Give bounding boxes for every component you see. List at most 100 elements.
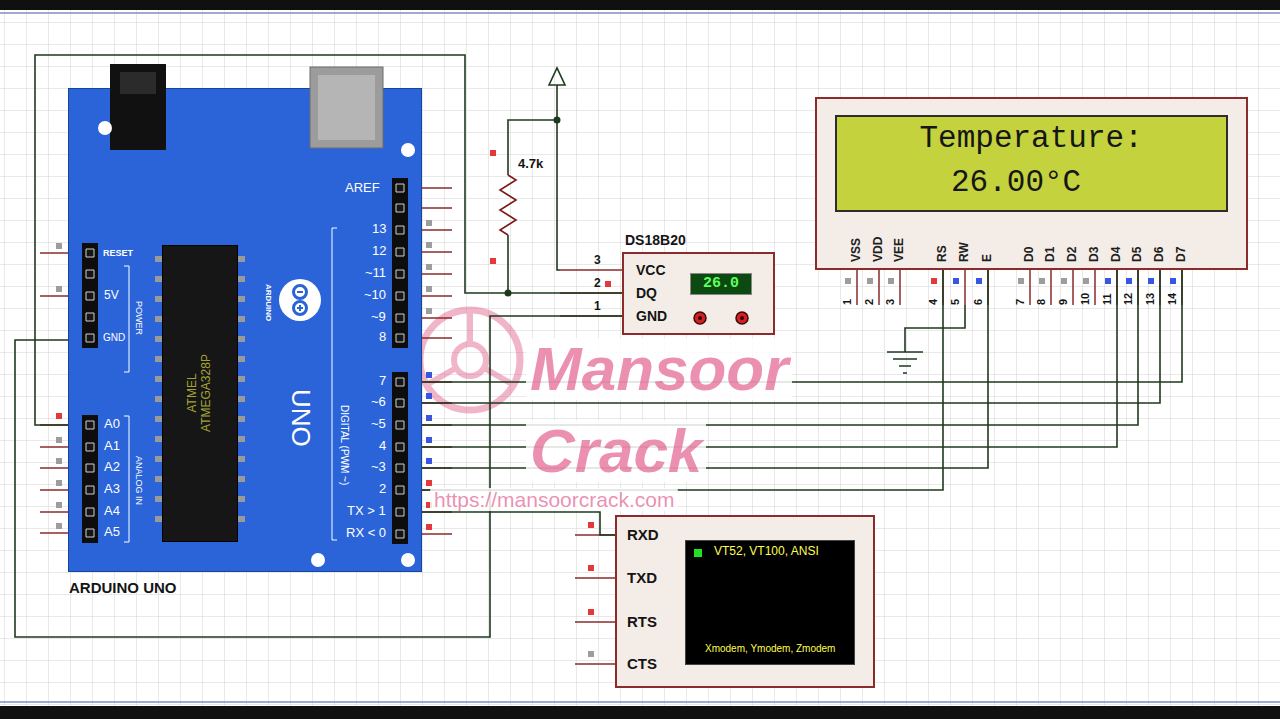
pin-number: 14 <box>1166 293 1179 305</box>
ground-symbol <box>887 352 923 373</box>
watermark-logo <box>420 310 520 410</box>
chip-marking: ATMEL ATMEGA328P <box>186 341 214 445</box>
watermark: Mansoor <box>526 338 792 400</box>
pin-name-holder: VSS <box>850 238 864 262</box>
sensor-button <box>694 312 706 324</box>
brand-logo <box>279 279 321 321</box>
pin-name: GND <box>636 308 667 324</box>
pin-number-holder: 6 <box>972 299 985 305</box>
frame-band <box>0 0 1280 10</box>
pin-name-holder: D1 <box>1044 247 1058 262</box>
pin-name-holder: VDD <box>872 237 886 262</box>
junction-dot <box>554 117 561 124</box>
terminal-pin-holder: TXD <box>627 569 657 586</box>
pin-number: 4 <box>927 299 940 305</box>
watermark-logo <box>428 312 512 384</box>
pin-name: VSS <box>850 238 864 262</box>
connector-group <box>15 55 1182 637</box>
terminal-info-holder: Xmodem, Ymodem, Zmodem <box>705 643 835 655</box>
power-jack <box>120 72 156 94</box>
terminal-pin-holder: CTS <box>627 655 657 672</box>
pin-name-holder: D7 <box>1175 247 1189 262</box>
pin-number: 3 <box>594 254 601 267</box>
pin-name: VCC <box>636 262 666 278</box>
board-name: ARDUINO UNO <box>69 579 177 596</box>
pin-number: 3 <box>884 299 897 305</box>
pin-name-holder: VCC <box>636 262 666 278</box>
pin-name-holder: D3 <box>1088 247 1102 262</box>
pin-number: 13 <box>1144 293 1157 305</box>
status-lamp <box>694 549 702 557</box>
terminal-pin: RTS <box>627 613 657 630</box>
pin-number: 6 <box>972 299 985 305</box>
watermark-logo <box>420 310 520 410</box>
board-drawing <box>82 64 415 567</box>
pin-name-holder: RW <box>958 242 972 262</box>
pin-number: 11 <box>1101 293 1114 305</box>
temperature-reading-holder: 26.0 <box>703 275 739 292</box>
watermark-holder: https://mansoorcrack.com <box>430 488 678 511</box>
pin-name: VEE <box>893 238 907 262</box>
pin-name: D0 <box>1023 247 1037 262</box>
pin-name-holder: D6 <box>1153 247 1167 262</box>
board-name-holder: ARDUINO UNO <box>69 579 177 596</box>
pin-name-holder: GND <box>636 308 667 324</box>
pin-number: 10 <box>1079 293 1092 305</box>
wire-connector <box>422 270 1182 382</box>
resistor-value: 4.7k <box>518 157 543 172</box>
pin-number: 12 <box>1122 293 1135 305</box>
lcd-line: Temperature: <box>920 121 1143 157</box>
pin-name: D6 <box>1153 247 1167 262</box>
watermark: https://mansoorcrack.com <box>430 488 678 511</box>
logic-low-marker <box>426 278 1176 464</box>
usb-socket <box>318 75 375 140</box>
pin-name: RS <box>936 245 950 262</box>
power-terminal-symbol <box>549 68 565 85</box>
pin-number-holder: 4 <box>927 299 940 305</box>
temperature-reading: 26.0 <box>703 275 739 292</box>
wire-connector <box>422 270 1160 403</box>
sensor-button <box>740 316 744 320</box>
pin-number: 1 <box>841 299 854 305</box>
pin-header <box>82 415 98 543</box>
lcd-line-holder: Temperature: <box>920 121 1143 157</box>
wire-connector <box>422 270 1138 425</box>
pin-name: D1 <box>1044 247 1058 262</box>
watermark: Crack <box>526 420 706 482</box>
pin-name-holder: D0 <box>1023 247 1037 262</box>
pin-number-holder: 2 <box>594 277 601 290</box>
pin-number-holder: 11 <box>1101 293 1114 305</box>
watermark-logo <box>454 344 486 376</box>
pin-number: 5 <box>949 299 962 305</box>
lcd-module: VSSVDDVEERSRWED0D1D2D3D4D5D6D7Temperatur… <box>815 97 1248 270</box>
header-pin <box>86 184 404 538</box>
pin-number-holder: 3 <box>884 299 897 305</box>
pin-name: D4 <box>1110 247 1124 262</box>
pin-number-holder: 5 <box>949 299 962 305</box>
mounting-hole <box>98 121 112 135</box>
mounting-hole <box>401 143 415 157</box>
pin-number: 8 <box>1035 299 1048 305</box>
board-drawing <box>69 89 421 571</box>
pin-header <box>392 372 408 544</box>
lcd-line-holder: 26.00°C <box>951 165 1081 201</box>
resistor-symbol <box>500 175 516 235</box>
pin-number-holder: 8 <box>1035 299 1048 305</box>
power-jack <box>110 64 166 150</box>
pin-number-holder: 1 <box>841 299 854 305</box>
pin-number-holder: 10 <box>1079 293 1092 305</box>
pin-name-holder: D5 <box>1131 247 1145 262</box>
chip-marking-holder: ATMEL ATMEGA328P <box>186 341 214 445</box>
terminal-info-holder: VT52, VT100, ANSI <box>714 545 819 559</box>
pin-name: RW <box>958 242 972 262</box>
wire-connector <box>422 512 615 535</box>
sheet-edge <box>0 13 1280 702</box>
mounting-hole <box>311 553 325 567</box>
pin-name-holder: D4 <box>1110 247 1124 262</box>
pin-number-holder: 9 <box>1057 299 1070 305</box>
watermark-holder: Crack <box>526 420 706 482</box>
terminal-pin: RXD <box>627 526 659 543</box>
